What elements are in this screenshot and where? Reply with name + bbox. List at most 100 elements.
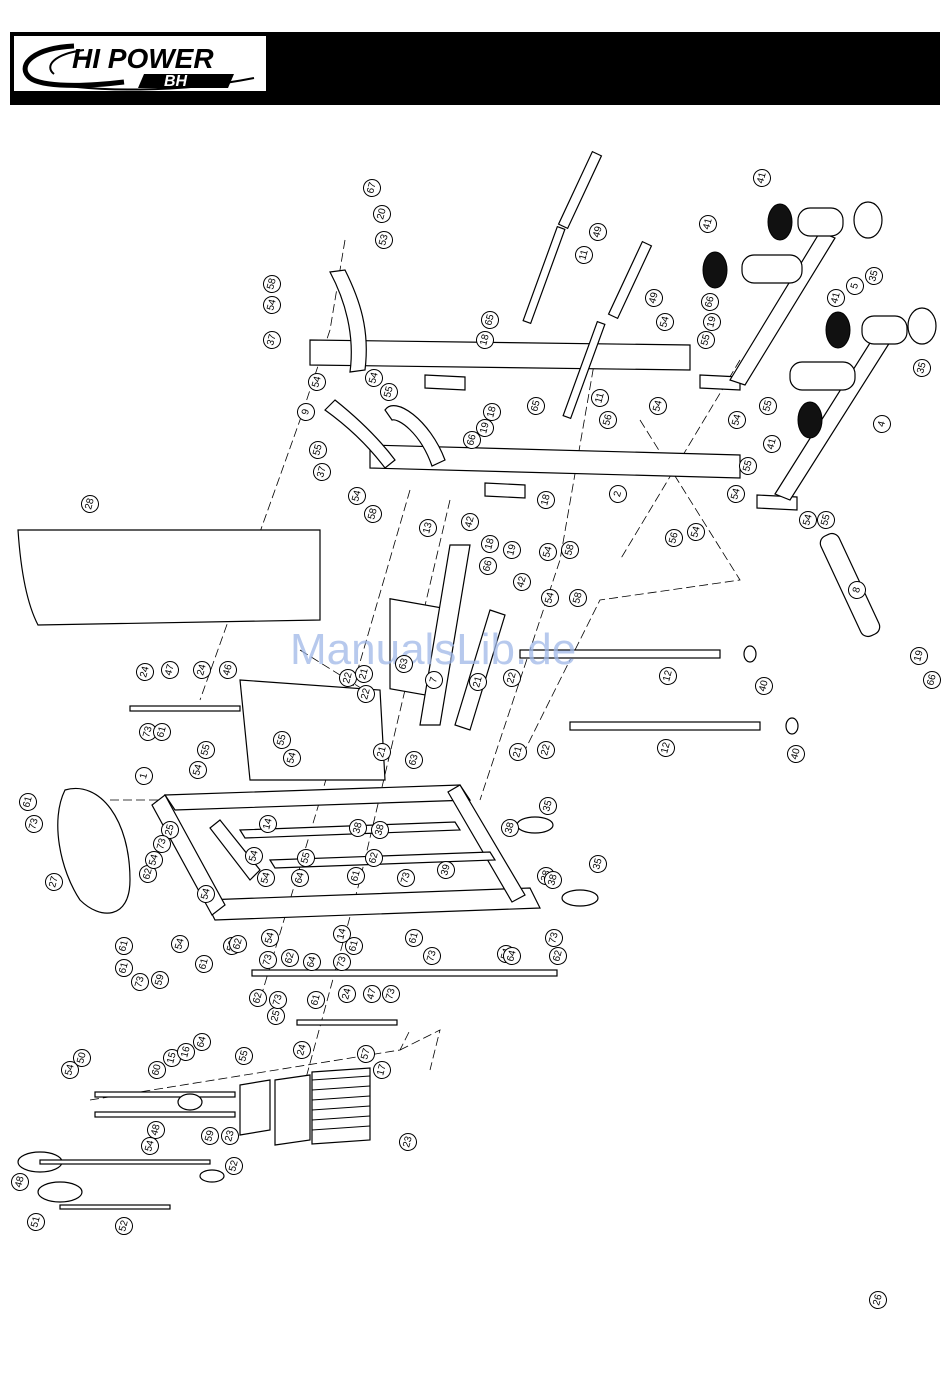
callout-circle bbox=[537, 491, 555, 509]
callout-38: 38 bbox=[501, 819, 519, 837]
callout-1: 1 bbox=[135, 767, 153, 785]
callout-number: 38 bbox=[351, 821, 365, 835]
callout-number: 61 bbox=[407, 931, 421, 945]
callout-21: 21 bbox=[469, 673, 487, 691]
callout-circle bbox=[687, 523, 705, 541]
callout-number: 56 bbox=[601, 413, 615, 427]
callout-number: 48 bbox=[13, 1175, 27, 1189]
callout-24: 24 bbox=[136, 663, 154, 681]
callout-circle bbox=[153, 835, 171, 853]
callout-67: 67 bbox=[363, 179, 381, 197]
callout-46: 46 bbox=[219, 661, 237, 679]
callout-23: 23 bbox=[399, 1133, 417, 1151]
callout-number: 22 bbox=[341, 671, 355, 685]
callout-54: 54 bbox=[308, 373, 326, 391]
callout-61: 61 bbox=[115, 937, 133, 955]
callout-54: 54 bbox=[539, 543, 557, 561]
callout-number: 57 bbox=[359, 1047, 373, 1061]
callout-18: 18 bbox=[537, 491, 555, 509]
callout-circle bbox=[297, 403, 315, 421]
part-callouts: 6720534911413555854376518494166195455413… bbox=[11, 169, 941, 1309]
callout-circle bbox=[263, 275, 281, 293]
callout-number: 66 bbox=[465, 433, 479, 447]
callout-circle bbox=[476, 419, 494, 437]
callout-number: 61 bbox=[349, 869, 363, 883]
watermark-text: ManualsLib.de bbox=[290, 625, 576, 674]
callout-number: 20 bbox=[375, 207, 389, 221]
callout-number: 73 bbox=[425, 949, 439, 963]
callout-number: 46 bbox=[221, 663, 235, 677]
callout-19: 19 bbox=[910, 647, 928, 665]
callout-circle bbox=[479, 557, 497, 575]
callout-number: 54 bbox=[191, 763, 205, 777]
callout-62: 62 bbox=[139, 865, 157, 883]
callout-circle bbox=[281, 949, 299, 967]
callout-circle bbox=[395, 655, 413, 673]
callout-number: 23 bbox=[223, 1129, 237, 1143]
callout-73: 73 bbox=[382, 985, 400, 1003]
callout-64: 64 bbox=[303, 953, 321, 971]
callout-number: 47 bbox=[163, 663, 177, 677]
callout-number: 54 bbox=[285, 751, 299, 765]
callout-circle bbox=[115, 959, 133, 977]
callout-number: 66 bbox=[703, 295, 717, 309]
callout-number: 55 bbox=[741, 459, 755, 473]
callout-circle bbox=[365, 849, 383, 867]
callout-circle bbox=[263, 331, 281, 349]
callout-number: 64 bbox=[305, 955, 319, 969]
callout-number: 73 bbox=[399, 871, 413, 885]
callout-number: 58 bbox=[366, 507, 380, 521]
callout-circle bbox=[153, 723, 171, 741]
callout-circle bbox=[373, 1061, 391, 1079]
callout-39: 39 bbox=[437, 861, 455, 879]
callout-number: 58 bbox=[563, 543, 577, 557]
callout-number: 54 bbox=[310, 375, 324, 389]
callout-54: 54 bbox=[541, 589, 559, 607]
callout-17: 17 bbox=[373, 1061, 391, 1079]
callout-number: 59 bbox=[203, 1129, 217, 1143]
callout-circle bbox=[483, 403, 501, 421]
callout-61: 61 bbox=[345, 937, 363, 955]
callout-number: 24 bbox=[138, 665, 152, 679]
callout-number: 54 bbox=[801, 513, 815, 527]
callout-circle bbox=[45, 873, 63, 891]
callout-number: 35 bbox=[541, 799, 555, 813]
callout-number: 61 bbox=[21, 795, 35, 809]
callout-42: 42 bbox=[461, 513, 479, 531]
callout-number: 54 bbox=[259, 871, 273, 885]
callout-73: 73 bbox=[131, 973, 149, 991]
callout-circle bbox=[148, 1061, 166, 1079]
callout-55: 55 bbox=[309, 441, 327, 459]
callout-60: 60 bbox=[148, 1061, 166, 1079]
callout-number: 73 bbox=[335, 955, 349, 969]
callout-number: 18 bbox=[483, 537, 497, 551]
callout-19: 19 bbox=[476, 419, 494, 437]
callout-number: 50 bbox=[75, 1051, 89, 1065]
callout-circle bbox=[375, 231, 393, 249]
callout-59: 59 bbox=[151, 971, 169, 989]
callout-circle bbox=[201, 1127, 219, 1145]
callout-55: 55 bbox=[197, 741, 215, 759]
callout-number: 54 bbox=[143, 1139, 157, 1153]
callout-circle bbox=[135, 767, 153, 785]
callout-circle bbox=[659, 667, 677, 685]
callout-number: 64 bbox=[293, 871, 307, 885]
callout-circle bbox=[873, 415, 891, 433]
callout-circle bbox=[338, 985, 356, 1003]
callout-number: 55 bbox=[237, 1049, 251, 1063]
callout-14: 14 bbox=[259, 815, 277, 833]
callout-circle bbox=[303, 953, 321, 971]
callout-58: 58 bbox=[263, 275, 281, 293]
weight-stack bbox=[17, 1067, 371, 1210]
callout-54: 54 bbox=[727, 485, 745, 503]
callout-number: 41 bbox=[765, 437, 779, 451]
callout-circle bbox=[131, 973, 149, 991]
callout-55: 55 bbox=[297, 849, 315, 867]
callout-number: 19 bbox=[478, 421, 492, 435]
callout-number: 35 bbox=[591, 857, 605, 871]
callout-circle bbox=[463, 431, 481, 449]
brand-logo: HI POWER BH bbox=[14, 36, 266, 91]
callout-66: 66 bbox=[701, 293, 719, 311]
callout-number: 41 bbox=[829, 291, 843, 305]
callout-circle bbox=[657, 739, 675, 757]
